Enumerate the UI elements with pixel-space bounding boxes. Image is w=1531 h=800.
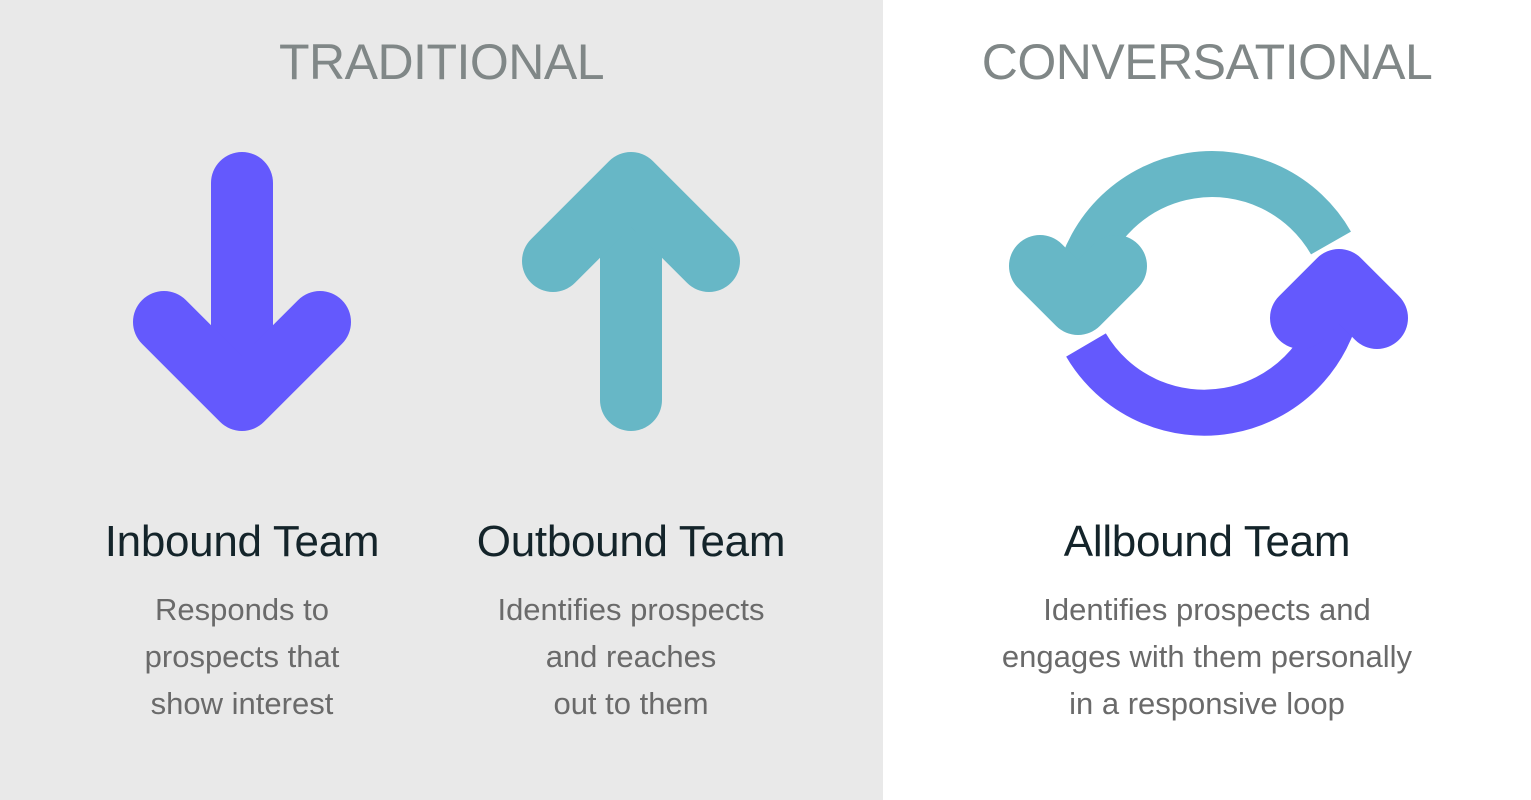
traditional-panel: [0, 0, 883, 800]
team-name-allbound: Allbound Team: [1063, 517, 1351, 566]
section-title-traditional: TRADITIONAL: [278, 34, 605, 90]
section-title-conversational: CONVERSATIONAL: [981, 34, 1433, 90]
team-desc-allbound: Identifies prospects and engages with th…: [1001, 592, 1413, 721]
arrow-down-icon: [133, 152, 351, 431]
team-desc-inbound: Responds to prospects that show interest: [144, 592, 340, 721]
cycle-arrows-icon: [1009, 151, 1408, 436]
team-desc-outbound: Identifies prospects and reaches out to …: [497, 592, 765, 721]
team-name-outbound: Outbound Team: [476, 517, 786, 566]
arrow-up-icon: [522, 152, 740, 431]
team-name-inbound: Inbound Team: [104, 517, 380, 566]
